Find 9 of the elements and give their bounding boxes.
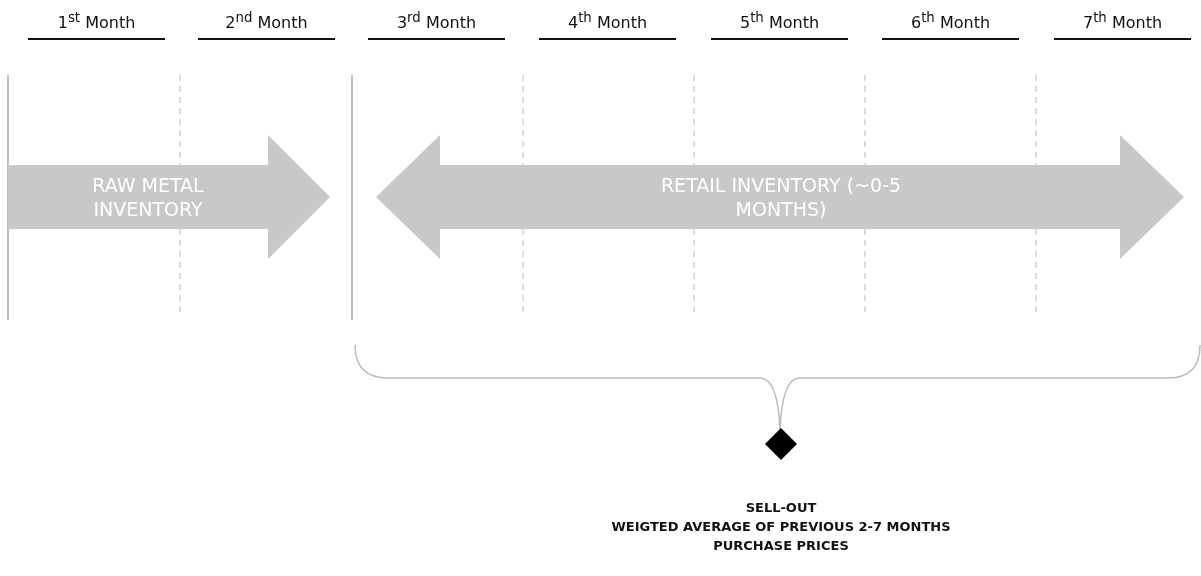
month-label: 4$^{th}$ Month [539,10,676,41]
month-label: 6$^{th}$ Month [882,10,1019,41]
month-label: 7$^{th}$ Month [1054,10,1191,41]
month-label: 5$^{th}$ Month [711,10,848,41]
month-label: 2$^{nd}$ Month [198,10,335,41]
caption-text: SELL-OUT [744,499,818,517]
caption-text: WEIGTED AVERAGE OF PREVIOUS 2-7 MONTHS PURCHASE PRICES [610,518,952,555]
month-label: 3$^{rd}$ Month [368,10,505,41]
month-label: 1$^{st}$ Month [28,10,165,41]
